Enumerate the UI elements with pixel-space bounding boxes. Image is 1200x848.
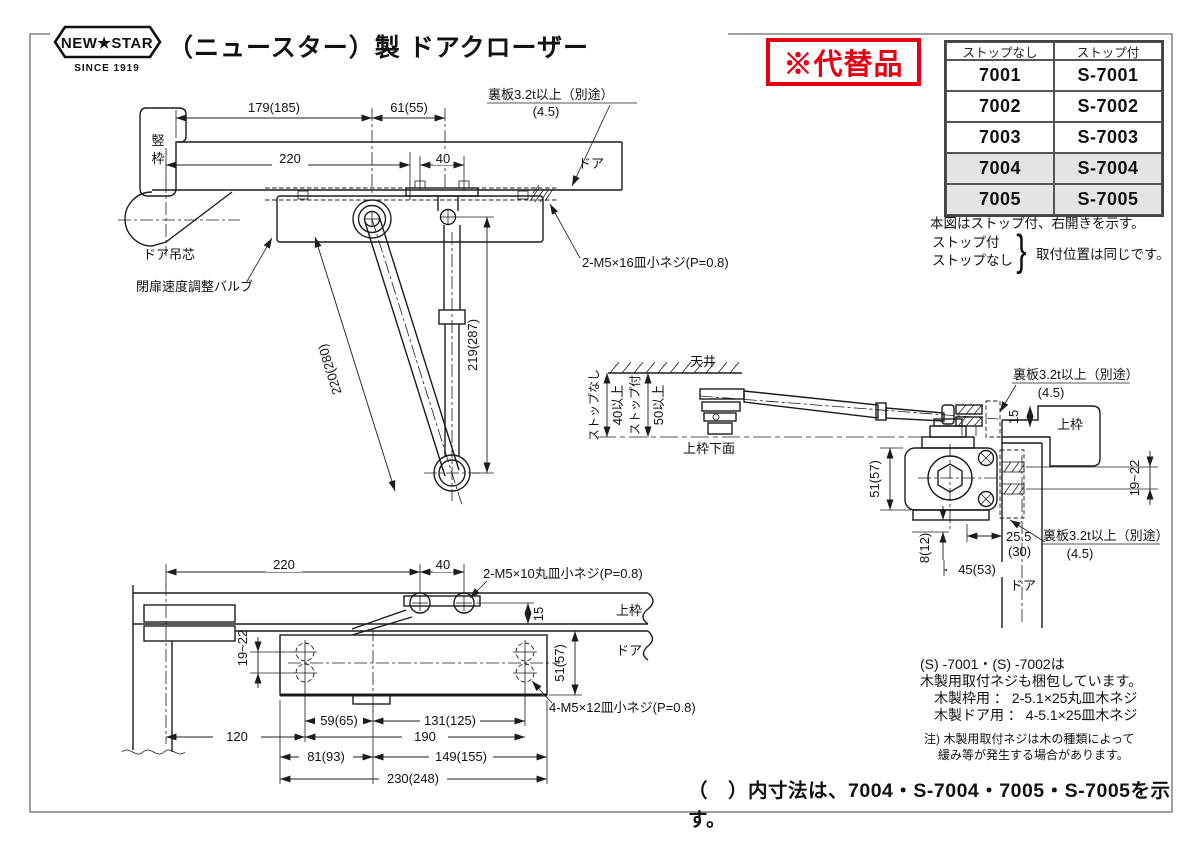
stop-types-note: ストップ付 ストップなし bbox=[932, 234, 1013, 270]
dim-51-section: 51(57) bbox=[867, 460, 882, 498]
no-stop-dim: 40以上 bbox=[610, 385, 625, 425]
dim-15-section: 15 bbox=[1006, 410, 1021, 424]
wood-note-line2: 木製用取付ネジも梱包しています。 bbox=[920, 673, 1143, 689]
brace-glyph: } bbox=[1016, 226, 1027, 275]
model-7001: 7001 bbox=[946, 60, 1054, 91]
ceiling-section-drawing: 天井 ストップなし 40以上 ストップ付 50以上 上枠下面 bbox=[587, 354, 1169, 628]
figure-note: 本図はストップ付、右開きを示す。 bbox=[930, 216, 1145, 231]
dim-190: 190 bbox=[414, 729, 436, 744]
door-label-elev: ドア bbox=[616, 643, 642, 658]
wood-note-line4: 木製ドア用 ： 4-5.1×25皿木ネジ bbox=[934, 707, 1138, 723]
backplate-sub-upper: (4.5) bbox=[1038, 385, 1065, 400]
dim-15-elev: 15 bbox=[531, 607, 546, 621]
dim-19-22-section: 19~22 bbox=[1127, 460, 1142, 497]
dim-230: 230(248) bbox=[387, 771, 439, 786]
model-7004: 7004 bbox=[946, 153, 1054, 184]
backplate-label-top: 裏板3.2t以上（別途） bbox=[488, 87, 614, 102]
logo-text: NEW★STAR bbox=[61, 35, 153, 52]
screw-label-bracket: 2-M5×10丸皿小ネジ(P=0.8) bbox=[483, 566, 643, 581]
table-row: 7002 S-7002 bbox=[946, 91, 1162, 122]
model-s7005: S-7005 bbox=[1054, 184, 1162, 215]
substitute-badge: ※代替品 bbox=[766, 38, 921, 86]
backplate-sub-top: (4.5) bbox=[533, 104, 560, 119]
stop-type-1: ストップ付 bbox=[932, 235, 1000, 250]
door-pivot-label: ドア吊芯 bbox=[143, 247, 195, 262]
col-header-with-stop: ストップ付 bbox=[1054, 42, 1162, 60]
substitute-badge-text: ※代替品 bbox=[783, 49, 904, 81]
table-row: 7003 S-7003 bbox=[946, 122, 1162, 153]
frame-under-label: 上枠下面 bbox=[683, 441, 735, 456]
dim-131: 131(125) bbox=[424, 713, 476, 728]
model-s7002: S-7002 bbox=[1054, 91, 1162, 122]
dim-25-section: 25.5 bbox=[1006, 529, 1031, 544]
frame-label-elev: 上枠 bbox=[616, 603, 642, 618]
model-table: ストップなし ストップ付 7001 S-7001 7002 S-7002 700… bbox=[944, 40, 1164, 217]
backplate-label-upper: 裏板3.2t以上（別途） bbox=[1013, 367, 1139, 382]
wood-screw-note: (S) -7001・(S) -7002は 木製用取付ネジも梱包しています。 木製… bbox=[920, 656, 1142, 724]
valve-label: 閉扉速度調整バルブ bbox=[136, 279, 253, 294]
model-s7001: S-7001 bbox=[1054, 60, 1162, 91]
dim-120: 120 bbox=[226, 729, 248, 744]
door-label-section: ドア bbox=[1010, 578, 1036, 593]
with-stop-dim: 50以上 bbox=[651, 385, 666, 425]
logo-subtext: SINCE 1919 bbox=[74, 63, 140, 74]
frame-label-char1: 竪 bbox=[151, 133, 164, 148]
dim-40-top: 40 bbox=[436, 151, 450, 166]
wood-note-line3: 木製枠用 ： 2-5.1×25丸皿木ネジ bbox=[934, 690, 1138, 706]
dim-149: 149(155) bbox=[435, 749, 487, 764]
no-stop-label: ストップなし bbox=[587, 369, 601, 441]
dim-19-22-elev: 19~22 bbox=[235, 630, 250, 667]
table-row-highlighted: 7004 S-7004 bbox=[946, 153, 1162, 184]
model-7005: 7005 bbox=[946, 184, 1054, 215]
with-stop-label: ストップ付 bbox=[628, 375, 642, 435]
model-7003: 7003 bbox=[946, 122, 1054, 153]
parenthesis-dimension-note: （ ）内寸法は、7004・S-7004・7005・S-7005を示す。 bbox=[688, 780, 1171, 831]
frame-label-section: 上枠 bbox=[1057, 417, 1083, 432]
col-header-no-stop: ストップなし bbox=[946, 42, 1054, 60]
dim-45-section: 45(53) bbox=[958, 562, 996, 577]
table-row: 7001 S-7001 bbox=[946, 60, 1162, 91]
wood-note-line1: (S) -7001・(S) -7002は bbox=[920, 656, 1065, 672]
brand-logo: NEW★STAR SINCE 1919 bbox=[50, 24, 168, 81]
dim-8-section: 8(12) bbox=[917, 533, 932, 563]
screw-label-top: 2-M5×16皿小ネジ(P=0.8) bbox=[582, 255, 729, 270]
dim-51-elev: 51(57) bbox=[552, 644, 567, 682]
plan-view-drawing: 竪 枠 ドア ドア吊芯 bbox=[118, 87, 729, 506]
caution-line2: 緩み等が発生する場合があります。 bbox=[938, 748, 1129, 762]
dim-61: 61(55) bbox=[390, 100, 428, 115]
dim-220-elev: 220 bbox=[273, 557, 295, 572]
caution-note: 注) 木製用取付ネジは木の種類によって 緩み等が発生する場合があります。 bbox=[924, 731, 1134, 763]
stop-type-2: ストップなし bbox=[932, 253, 1013, 268]
ceiling-label: 天井 bbox=[690, 354, 716, 369]
dim-59: 59(65) bbox=[320, 713, 358, 728]
dim-81: 81(93) bbox=[307, 749, 345, 764]
door-label-top: ドア bbox=[578, 156, 604, 171]
elevation-drawing: 上枠 ドア bbox=[121, 557, 696, 786]
dim-220-top: 220 bbox=[279, 151, 301, 166]
backplate-label-lower: 裏板3.2t以上（別途） bbox=[1043, 528, 1169, 543]
dim-30-section: (30) bbox=[1008, 544, 1031, 559]
dim-219: 219(287) bbox=[465, 319, 480, 371]
frame-label-char2: 枠 bbox=[151, 151, 164, 166]
dim-179: 179(185) bbox=[248, 100, 300, 115]
caution-line1: 注) 木製用取付ネジは木の種類によって bbox=[924, 732, 1135, 746]
page-title: （ニュースター）製 ドアクローザー bbox=[168, 28, 728, 64]
model-table-header: ストップなし ストップ付 bbox=[946, 42, 1162, 60]
table-row-highlighted: 7005 S-7005 bbox=[946, 184, 1162, 215]
model-7002: 7002 bbox=[946, 91, 1054, 122]
mounting-position-note: 取付位置は同じです。 bbox=[1036, 247, 1170, 262]
model-s7004: S-7004 bbox=[1054, 153, 1162, 184]
screw-label-plate: 4-M5×12皿小ネジ(P=0.8) bbox=[549, 700, 696, 715]
dim-arm: 220(280) bbox=[315, 342, 345, 396]
backplate-sub-lower: (4.5) bbox=[1067, 546, 1094, 561]
model-s7003: S-7003 bbox=[1054, 122, 1162, 153]
dim-40-elev: 40 bbox=[436, 557, 450, 572]
